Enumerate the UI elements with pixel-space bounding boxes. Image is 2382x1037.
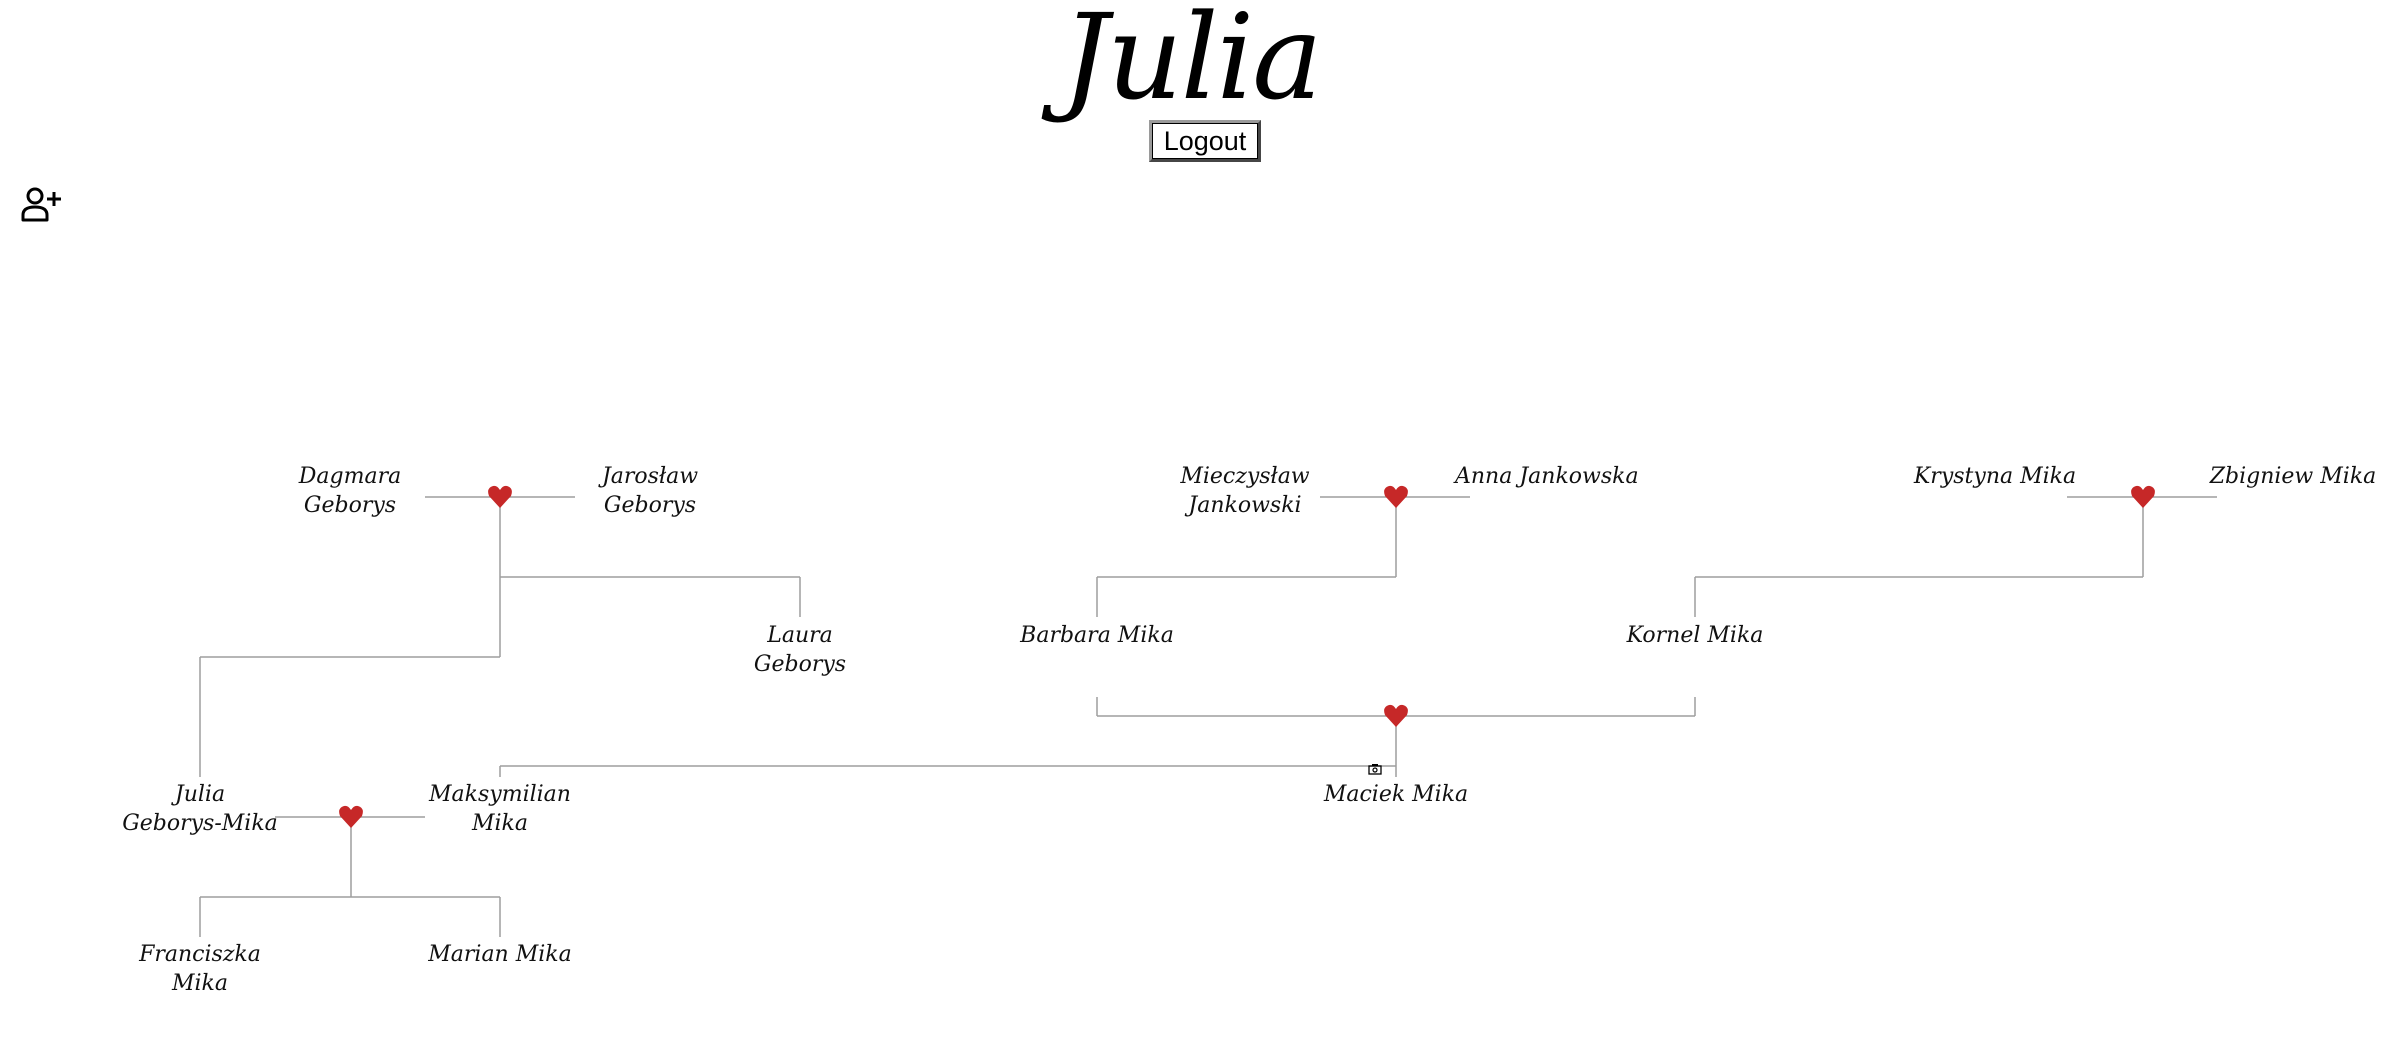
person-zbigniew-mika[interactable]: Zbigniew Mika xyxy=(2208,462,2378,491)
person-name: Zbigniew Mika xyxy=(2209,464,2377,489)
person-julia-geborys-mika[interactable]: Julia Geborys-Mika xyxy=(110,780,290,838)
person-last-name: Geborys xyxy=(603,493,697,518)
person-jaroslaw-geborys[interactable]: Jarosław Geborys xyxy=(570,462,730,520)
person-name: Kornel Mika xyxy=(1626,623,1764,648)
person-anna-jankowska[interactable]: Anna Jankowska xyxy=(1455,462,1639,491)
heart-icon xyxy=(1383,484,1409,510)
person-last-name: Mika xyxy=(471,811,528,836)
person-first-name: Dagmara xyxy=(298,464,402,489)
person-name: Barbara Mika xyxy=(1020,623,1174,648)
person-dagmara-geborys[interactable]: Dagmara Geborys xyxy=(270,462,430,520)
heart-icon xyxy=(338,804,364,830)
person-first-name: Maksymilian xyxy=(429,782,571,807)
person-name: Maciek Mika xyxy=(1323,782,1469,807)
page-title: Julia xyxy=(1061,0,1322,126)
person-krystyna-mika[interactable]: Krystyna Mika xyxy=(1905,462,2085,491)
person-laura-geborys[interactable]: Laura Geborys xyxy=(720,621,880,679)
person-last-name: Geborys xyxy=(303,493,397,518)
person-name: Anna Jankowska xyxy=(1455,464,1639,489)
logout-button[interactable]: Logout xyxy=(1149,120,1261,162)
person-marian-mika[interactable]: Marian Mika xyxy=(410,940,590,969)
add-person-icon[interactable] xyxy=(20,186,62,224)
camera-icon[interactable] xyxy=(1368,760,1382,775)
heart-icon xyxy=(2130,484,2156,510)
person-kornel-mika[interactable]: Kornel Mika xyxy=(1605,621,1785,650)
heart-icon xyxy=(487,484,513,510)
person-maksymilian-mika[interactable]: Maksymilian Mika xyxy=(420,780,580,838)
person-first-name: Julia xyxy=(174,782,226,807)
person-first-name: Jarosław xyxy=(601,464,699,489)
person-name: Krystyna Mika xyxy=(1913,464,2077,489)
person-first-name: Mieczysław xyxy=(1180,464,1310,489)
heart-icon xyxy=(1383,703,1409,729)
person-last-name: Mika xyxy=(171,971,228,996)
person-name: Marian Mika xyxy=(428,942,572,967)
person-first-name: Laura xyxy=(767,623,833,648)
person-last-name: Jankowski xyxy=(1188,493,1302,518)
person-last-name: Geborys xyxy=(753,652,847,677)
person-franciszka-mika[interactable]: Franciszka Mika xyxy=(120,940,280,998)
person-barbara-mika[interactable]: Barbara Mika xyxy=(1007,621,1187,650)
person-mieczyslaw-jankowski[interactable]: Mieczysław Jankowski xyxy=(1165,462,1325,520)
person-last-name: Geborys-Mika xyxy=(122,811,278,836)
person-first-name: Franciszka xyxy=(139,942,261,967)
person-maciek-mika[interactable]: Maciek Mika xyxy=(1306,780,1486,809)
